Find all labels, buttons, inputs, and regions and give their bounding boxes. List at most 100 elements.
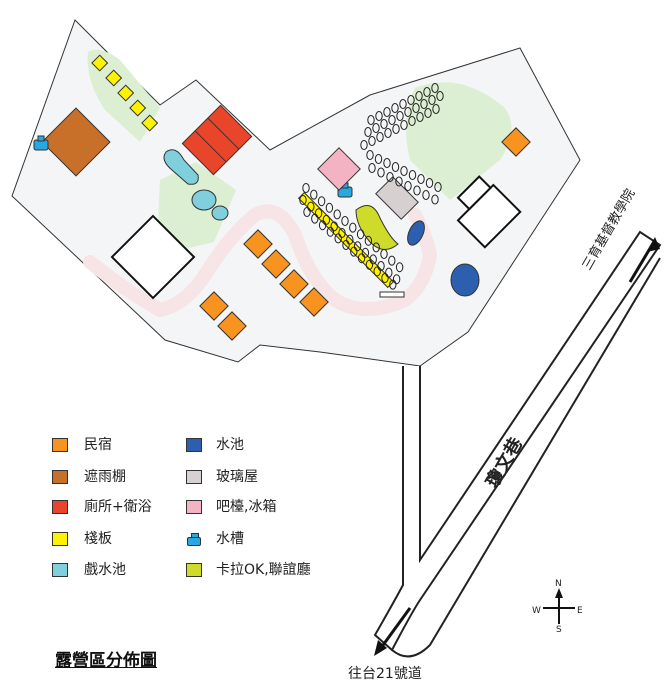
- glasshouse-swatch: [186, 470, 202, 484]
- toilet-block: [181, 104, 253, 176]
- tent-spot: [415, 91, 423, 101]
- legend-label-pond: 水池: [216, 437, 244, 453]
- tent-spot: [307, 201, 315, 212]
- tent-spot: [325, 202, 334, 213]
- tent-spot: [434, 182, 442, 192]
- minsu-small-right: [501, 127, 531, 157]
- tent-spot: [431, 83, 439, 93]
- tent-spot: [367, 115, 375, 125]
- tent-spot: [392, 124, 400, 134]
- tent-spot: [408, 116, 416, 126]
- tent-spot: [375, 111, 383, 121]
- tent-spot: [404, 107, 412, 117]
- tent-spot: [302, 183, 310, 193]
- compass-e: E: [577, 606, 583, 616]
- tent-spot: [399, 99, 407, 109]
- karaoke-swatch: [186, 563, 202, 577]
- tent-spot: [423, 87, 431, 97]
- tent-spot: [330, 221, 338, 232]
- pool-swatch: [52, 563, 68, 577]
- tent-spot: [416, 112, 424, 122]
- tent-spot: [428, 95, 436, 105]
- splash-pool: [163, 149, 229, 221]
- tent-spot: [373, 266, 381, 277]
- bar-swatch: [186, 500, 202, 514]
- lawn-right: [406, 82, 512, 200]
- tent-spot: [365, 259, 374, 270]
- tent-spot: [334, 233, 342, 244]
- tent-spot: [422, 190, 430, 200]
- tent-spot: [407, 95, 415, 105]
- tent-spot: [404, 181, 412, 191]
- road-arrow-south-head: [374, 640, 387, 656]
- pond-large: [450, 263, 480, 297]
- compass-w: W: [532, 606, 541, 616]
- compass-s: S: [556, 625, 562, 635]
- pond-small: [407, 220, 425, 246]
- tent-spot: [326, 226, 335, 237]
- tent-spot: [338, 228, 346, 238]
- tent-spot: [366, 150, 374, 160]
- minsu-row-bottom: [199, 291, 247, 341]
- tent-spot: [368, 163, 376, 173]
- tent-spot: [314, 208, 323, 219]
- tent-spot: [432, 104, 440, 114]
- sink-icon-center: [337, 182, 353, 198]
- tent-spot: [388, 255, 396, 266]
- legend-label-deck: 棧板: [84, 531, 112, 547]
- tent-spot: [364, 235, 373, 246]
- tent-spot: [310, 189, 318, 200]
- tent-spot: [346, 234, 354, 245]
- tent-spot: [408, 170, 417, 180]
- tent-spot: [391, 103, 399, 113]
- tent-spot: [353, 241, 362, 252]
- tent-spot: [383, 158, 391, 168]
- tent-spot: [395, 262, 404, 273]
- tent-spot: [369, 254, 377, 265]
- tent-spot: [420, 99, 428, 109]
- tent-spot: [372, 242, 380, 253]
- pond-swatch: [186, 438, 202, 452]
- legend-label-toilet: 廁所+衛浴: [84, 499, 152, 515]
- tent-spot: [368, 136, 376, 146]
- tent-spot: [389, 279, 397, 290]
- walking-path: [83, 204, 438, 318]
- tent-spot: [417, 174, 425, 184]
- tent-spot: [322, 214, 331, 225]
- legend-label-glasshouse: 玻璃屋: [216, 469, 258, 485]
- tent-spot: [436, 91, 444, 101]
- tent-spot: [350, 246, 358, 257]
- toilet-swatch: [52, 500, 68, 514]
- road-arrow-north-head: [647, 237, 660, 252]
- tent-spots: [299, 83, 444, 290]
- minsu-row-center: [243, 229, 329, 317]
- tent-spot: [377, 261, 385, 271]
- tent-spot: [380, 249, 388, 259]
- tent-spot: [303, 207, 311, 217]
- legend-label-shelter: 遮雨棚: [84, 469, 126, 485]
- sink-icon: [187, 533, 201, 547]
- shelter-swatch: [52, 470, 68, 484]
- bar-fridge: [317, 147, 361, 191]
- tent-spot: [391, 162, 400, 172]
- tent-spot: [357, 253, 366, 264]
- shelter-building: [41, 107, 111, 177]
- tent-spot: [384, 128, 392, 138]
- tent-spot: [376, 132, 384, 142]
- tent-spot: [431, 194, 439, 205]
- minsu-swatch: [52, 438, 68, 452]
- deck-row-top-left: [91, 54, 159, 132]
- tent-spot: [388, 115, 396, 125]
- karaoke-hall: [355, 205, 399, 250]
- tent-spot: [364, 127, 372, 137]
- tent-spot: [374, 154, 383, 164]
- tent-spot: [400, 166, 408, 176]
- legend-label-pool: 戲水池: [84, 562, 126, 578]
- tent-spot: [372, 123, 380, 133]
- minsu-building-white-1: [110, 214, 196, 300]
- tent-spot: [377, 167, 385, 178]
- map-title: 露營區分佈圖: [55, 651, 157, 671]
- tent-spot: [341, 216, 349, 226]
